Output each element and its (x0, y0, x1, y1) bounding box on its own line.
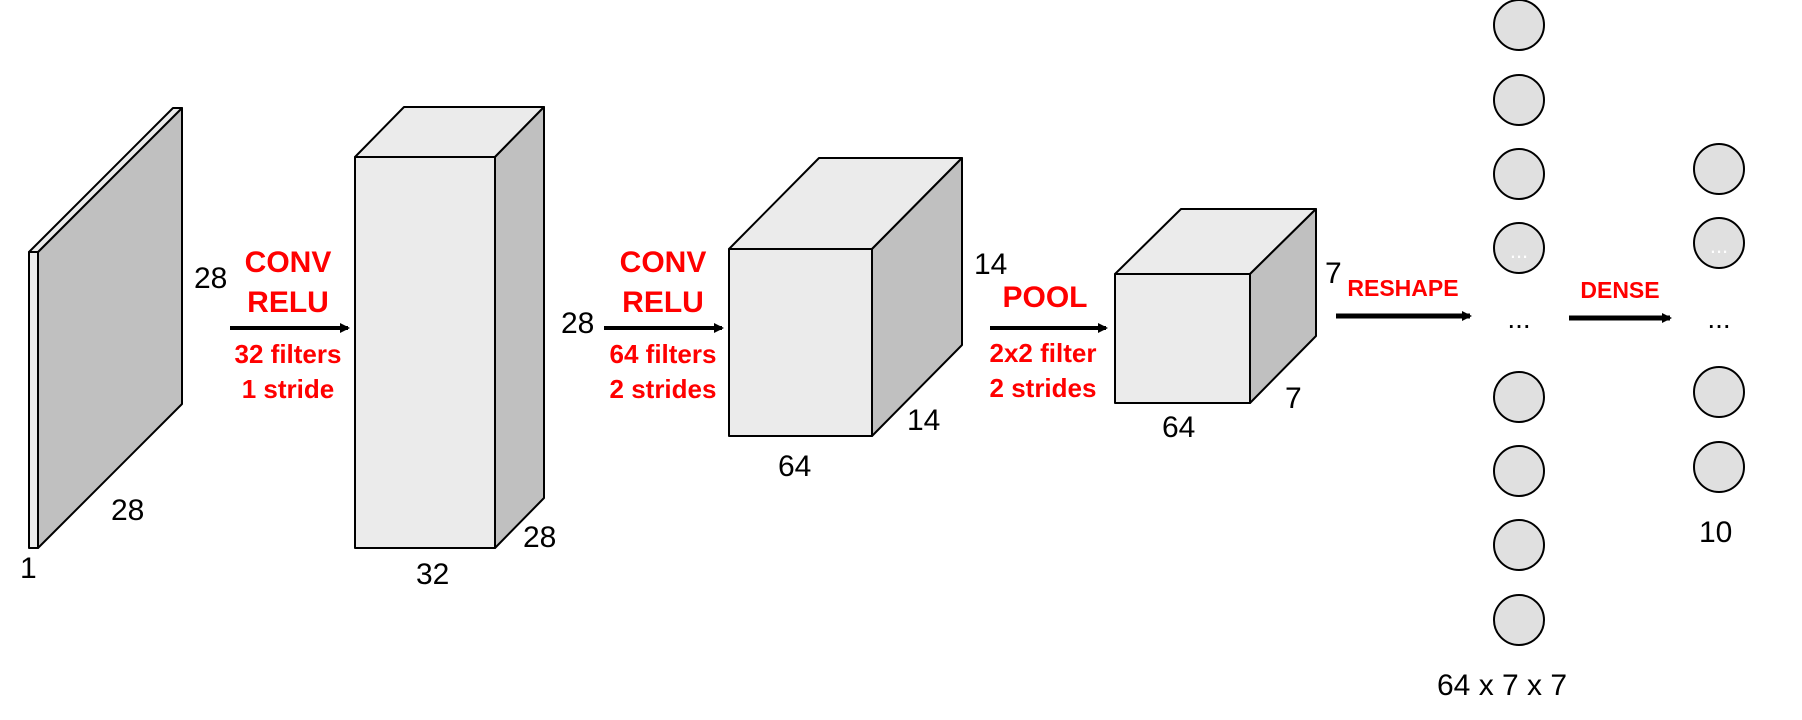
conv2-front-face (728, 248, 873, 437)
flatten-node (1493, 0, 1545, 51)
pool-op-line1: POOL (1002, 281, 1087, 314)
flatten-node (1493, 74, 1545, 126)
conv2-op-line3: 64 filters (610, 339, 717, 369)
conv2-op-line4: 2 strides (610, 374, 717, 404)
conv2-op-line2: RELU (622, 286, 704, 319)
flatten-node (1493, 594, 1545, 646)
conv1-depth-label: 28 (523, 521, 556, 554)
conv2-depth-label: 14 (907, 404, 940, 437)
conv2-op-line1: CONV (620, 246, 707, 279)
output-node-ellipsis: ... (1710, 233, 1728, 258)
flatten-node (1493, 445, 1545, 497)
conv2-block (728, 157, 963, 437)
dense-label: DENSE (1580, 277, 1659, 303)
flatten-vector: ... ... (1493, 0, 1545, 646)
input-height-label: 28 (194, 262, 227, 295)
pool-height-label: 7 (1325, 257, 1342, 290)
input-depth-label: 1 (20, 552, 37, 585)
pool-width-label: 64 (1162, 411, 1195, 444)
conv2-height-label: 14 (974, 248, 1007, 281)
conv1-op-line4: 1 stride (242, 374, 335, 404)
input-layer-front-face (28, 251, 39, 549)
conv1-width-label: 32 (416, 558, 449, 591)
pool-op-line4: 2 strides (990, 373, 1097, 403)
conv1-op-line2: RELU (247, 286, 329, 319)
output-node (1693, 441, 1745, 493)
pool-depth-label: 7 (1285, 382, 1302, 415)
conv1-front-face (354, 156, 496, 549)
flatten-ellipsis: ... (1507, 303, 1530, 334)
output-node (1693, 217, 1745, 269)
flatten-node (1493, 519, 1545, 571)
flatten-node (1493, 222, 1545, 274)
output-node (1693, 366, 1745, 418)
output-layer: ... ... (1693, 143, 1745, 493)
conv1-block (354, 106, 545, 549)
output-ellipsis: ... (1707, 303, 1730, 334)
input-layer (28, 107, 183, 549)
pool-block (1114, 208, 1317, 404)
flatten-size-label: 64 x 7 x 7 (1437, 669, 1567, 702)
flatten-node-ellipsis: ... (1510, 238, 1528, 263)
input-width-label: 28 (111, 494, 144, 527)
conv1-side-face (494, 106, 545, 549)
flatten-node (1493, 371, 1545, 423)
conv1-op-line3: 32 filters (235, 339, 342, 369)
output-node (1693, 143, 1745, 195)
conv1-height-label: 28 (561, 307, 594, 340)
reshape-label: RESHAPE (1347, 275, 1458, 301)
output-size-label: 10 (1699, 516, 1732, 549)
conv1-op-line1: CONV (245, 246, 332, 279)
conv2-width-label: 64 (778, 450, 811, 483)
pool-front-face (1114, 273, 1251, 404)
pool-op-line3: 2x2 filter (990, 338, 1097, 368)
flatten-node (1493, 148, 1545, 200)
